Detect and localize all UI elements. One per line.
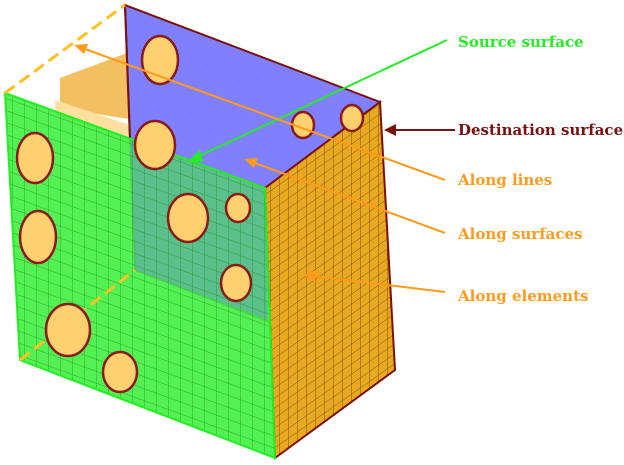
source-arrow (188, 39, 448, 162)
along-surfaces-arrow (244, 158, 446, 234)
destination-surface-label: Destination surface (458, 121, 624, 139)
along-lines-arrow (74, 44, 446, 181)
along-elements-label: Along elements (458, 287, 589, 305)
destination-arrow (384, 124, 455, 136)
along-elements-arrow (304, 270, 446, 293)
source-surface-label: Source surface (458, 33, 584, 51)
holes (15, 34, 365, 394)
along-lines-label: Along lines (458, 171, 553, 189)
along-surfaces-label: Along surfaces (458, 225, 583, 243)
